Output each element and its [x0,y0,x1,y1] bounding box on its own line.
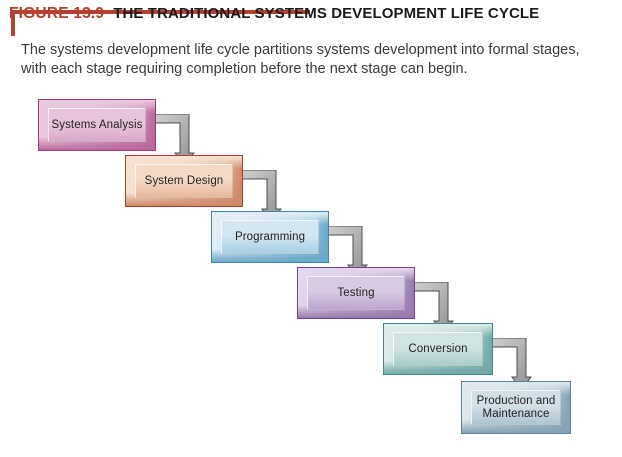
header-rule-mask [310,8,620,14]
stage-box-programming[interactable]: Programming [211,211,329,263]
stage-box-testing[interactable]: Testing [297,267,415,319]
stage-label: Programming [234,230,306,243]
header-left-mask [11,36,19,44]
stage-label: Conversion [408,342,468,355]
stage-box-panel: System Design [135,164,233,198]
stage-box-systems-analysis[interactable]: Systems Analysis [38,99,156,151]
stage-box-panel: Programming [221,220,319,254]
stage-box-panel: Testing [307,276,405,310]
stage-label: Systems Analysis [51,118,143,131]
stage-label: System Design [144,174,224,187]
stage-box-panel: Conversion [393,332,483,366]
stage-box-system-design[interactable]: System Design [125,155,243,207]
stage-box-panel: Systems Analysis [48,108,146,142]
figure-header: FIGURE 13.9 THE TRADITIONAL SYSTEMS DEVEL… [9,5,539,23]
figure-caption: The systems development life cycle parti… [21,42,580,77]
stage-box-production-and-maintenance[interactable]: Production and Maintenance [461,381,571,434]
stage-box-panel: Production and Maintenance [471,390,561,425]
figure-number: FIGURE 13.9 [9,5,105,22]
page-title: THE TRADITIONAL SYSTEMS DEVELOPMENT LIFE… [113,5,540,22]
stage-box-conversion[interactable]: Conversion [383,323,493,375]
stage-label: Testing [337,286,375,299]
stage-label: Production and Maintenance [476,394,556,420]
